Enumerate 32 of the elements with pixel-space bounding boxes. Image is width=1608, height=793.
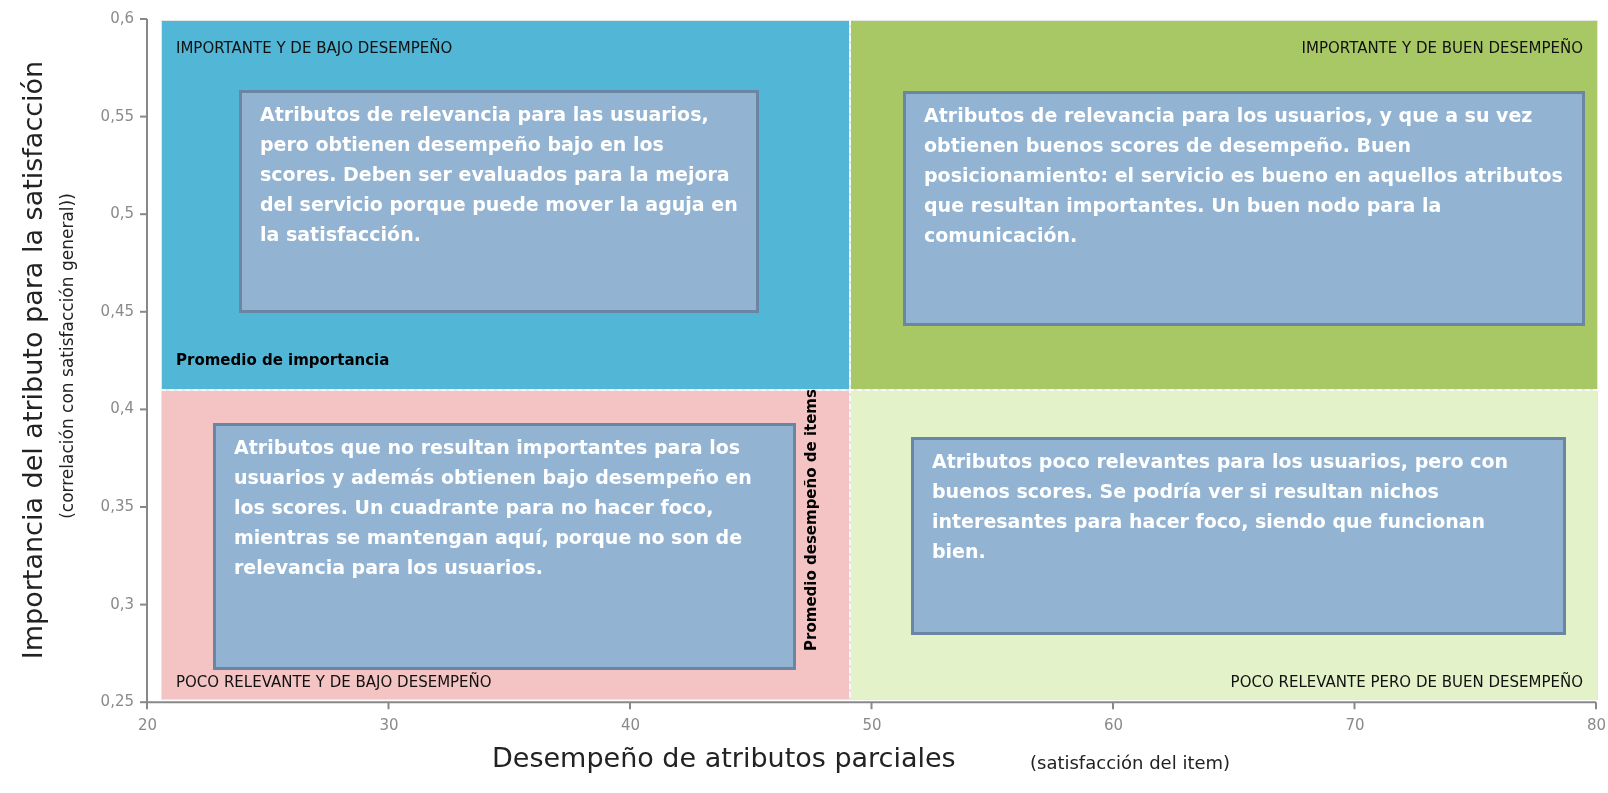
tick-label: 30 bbox=[379, 716, 399, 735]
tick-label: 80 bbox=[1587, 716, 1607, 735]
axis-title: (satisfacción del item) bbox=[1030, 752, 1231, 773]
tick-label: 40 bbox=[621, 716, 641, 735]
tick-label: 0,6 bbox=[110, 9, 134, 27]
description-box: Atributos que no resultan importantes para los usuarios y además obtienen bajo desempeño en los scores. Un cuadrante para no hacer foco, mientras se mantengan aquí, porque no son de relevancia para los usuarios. bbox=[213, 423, 796, 670]
tick-label: 0,25 bbox=[100, 692, 134, 711]
tick-label: 0,45 bbox=[100, 301, 134, 320]
tick-label: 0,3 bbox=[110, 594, 134, 613]
tick-label: 20 bbox=[138, 716, 158, 735]
quadrant-title: IMPORTANTE Y DE BUEN DESEMPEÑO bbox=[1301, 39, 1583, 57]
tick-label: 0,4 bbox=[110, 399, 134, 418]
description-box: Atributos poco relevantes para los usuarios, pero con buenos scores. Se podría ver si resultan nichos interesantes para hacer foco, siendo que funcionan bien. bbox=[911, 437, 1566, 635]
axis-title: (correlación con satisfacción general)) bbox=[57, 193, 77, 519]
quadrant-title: IMPORTANTE Y DE BAJO DESEMPEÑO bbox=[176, 39, 453, 57]
quadrant-panel bbox=[161, 20, 850, 390]
quadrant-panel bbox=[850, 390, 1598, 700]
tick-label: 70 bbox=[1345, 716, 1365, 735]
tick-label: 50 bbox=[862, 716, 882, 735]
average-label: Promedio de importancia bbox=[176, 351, 390, 369]
quadrant-panel bbox=[161, 390, 850, 700]
quadrant-title: POCO RELEVANTE Y DE BAJO DESEMPEÑO bbox=[176, 673, 492, 691]
description-box: Atributos de relevancia para los usuarios, y que a su vez obtienen buenos scores de desempeño. Buen posicionamiento: el servicio es bueno en aquellos atributos que resultan importantes. Un buen nodo para la comunicación. bbox=[903, 91, 1585, 326]
tick-label: 60 bbox=[1104, 716, 1124, 735]
tick-label: 0,5 bbox=[110, 204, 134, 223]
quadrant-title: POCO RELEVANTE PERO DE BUEN DESEMPEÑO bbox=[1230, 673, 1583, 691]
tick-label: 0,55 bbox=[100, 106, 134, 125]
description-box: Atributos de relevancia para las usuarios, pero obtienen desempeño bajo en los scores. Deben ser evaluados para la mejora del servicio porque puede mover la aguja en la satisfacción. bbox=[239, 90, 759, 313]
tick-label: 0,35 bbox=[100, 497, 134, 515]
quadrant-panel bbox=[850, 20, 1598, 390]
axis-title: Importancia del atributo para la satisfacción bbox=[16, 60, 48, 660]
axis-title: Desempeño de atributos parciales bbox=[492, 742, 956, 773]
